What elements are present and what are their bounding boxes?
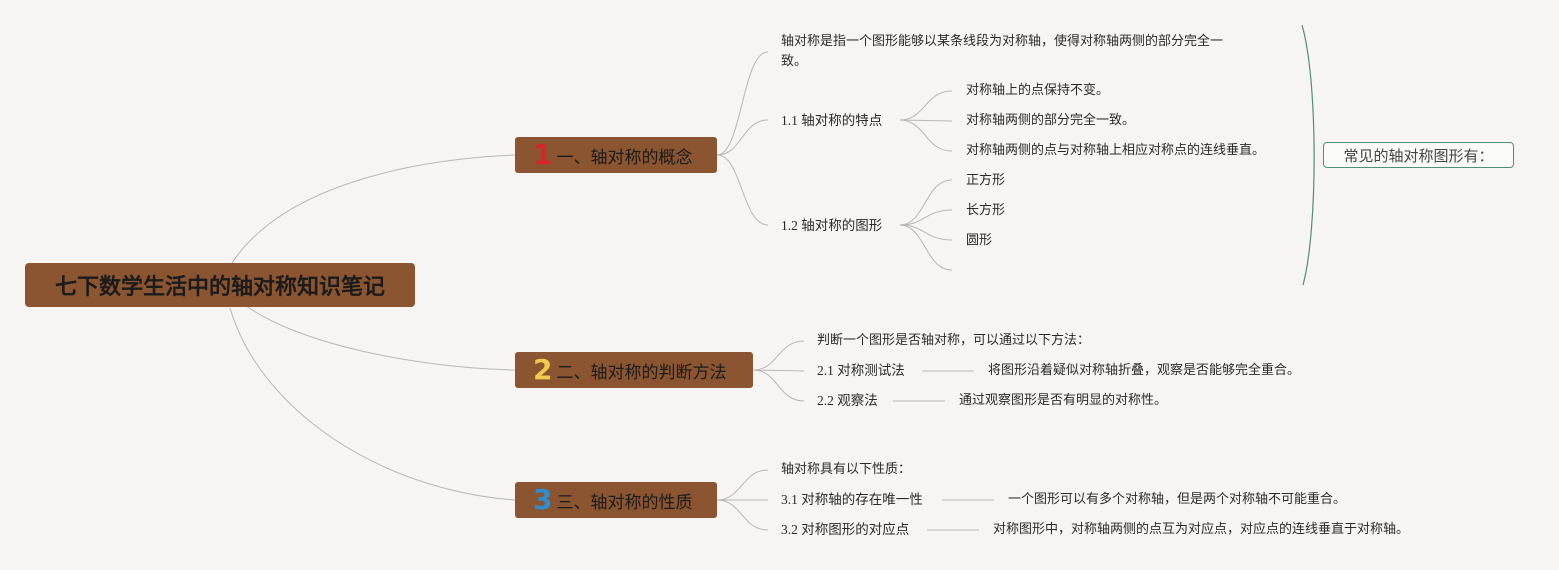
connector-b3-sub2 [716, 499, 769, 531]
sub-2-2-detail[interactable]: 通过观察图形是否有明显的对称性。 [959, 393, 1168, 408]
sub-2-2-label[interactable]: 2.2 观察法 [817, 393, 878, 408]
branch-2-intro[interactable]: 判断一个图形是否轴对称，可以通过以下方法： [817, 333, 1091, 348]
connector-s11-leaf3 [899, 119, 953, 152]
sub-1-1-item-2[interactable]: 对称轴两侧的部分完全一致。 [966, 113, 1136, 128]
sub-2-1-detail[interactable]: 将图形沿着疑似对称轴折叠，观察是否能够完全重合。 [988, 363, 1301, 378]
summary-brace [1301, 24, 1315, 286]
sub-1-2-label[interactable]: 1.2 轴对称的图形 [781, 218, 883, 233]
branch-1-intro-line-1: 轴对称是指一个图形能够以某条线段为对称轴，使得对称轴两侧的部分完全一 [781, 34, 1224, 49]
summary-callout[interactable]: 常见的轴对称图形有： [1323, 142, 1514, 168]
branch-1-intro[interactable]: 轴对称是指一个图形能够以某条线段为对称轴，使得对称轴两侧的部分完全一 致。 [781, 32, 1261, 72]
sub-1-1-item-1[interactable]: 对称轴上的点保持不变。 [966, 83, 1110, 98]
number-1-icon: 1 [533, 138, 553, 171]
connector-b1-intro [716, 51, 769, 156]
sub-1-2-item-2[interactable]: 长方形 [966, 203, 1006, 218]
connector-s12-leaf3 [899, 224, 953, 241]
connector-s11-leaf1 [899, 90, 953, 121]
connector-b2-sub1 [752, 369, 805, 372]
sub-3-2-detail[interactable]: 对称图形中，对称轴两侧的点互为对应点，对应点的连线垂直于对称轴。 [993, 522, 1410, 537]
summary-callout-label: 常见的轴对称图形有： [1343, 146, 1494, 165]
connector-root-branch2 [244, 304, 516, 371]
sub-1-2-item-1[interactable]: 正方形 [966, 173, 1006, 188]
number-2-icon: 2 [533, 353, 553, 386]
connector-s12-leaf2 [899, 209, 953, 226]
root-title: 七下数学生活中的轴对称知识笔记 [54, 275, 385, 300]
connector-b1-sub1 [716, 119, 769, 156]
branch-2-label: 二、轴对称的判断方法 [556, 362, 727, 383]
connector-b2-intro [752, 340, 805, 371]
sub-1-2-item-3[interactable]: 圆形 [966, 233, 993, 248]
branch-3-node[interactable]: 3 三、轴对称的性质 [515, 482, 717, 518]
connector-root-branch1 [231, 154, 516, 264]
sub-3-1-detail[interactable]: 一个图形可以有多个对称轴，但是两个对称轴不可能重合。 [1008, 492, 1347, 507]
connector-b3-intro [716, 469, 769, 501]
sub-1-1-item-3[interactable]: 对称轴两侧的点与对称轴上相应对称点的连线垂直。 [966, 143, 1266, 158]
branch-2-node[interactable]: 2 二、轴对称的判断方法 [515, 352, 753, 388]
sub-3-1-label[interactable]: 3.1 对称轴的存在唯一性 [781, 492, 923, 507]
connector-s12-leaf4 [899, 224, 953, 271]
sub-3-2-label[interactable]: 3.2 对称图形的对应点 [781, 522, 910, 537]
branch-1-intro-line-2: 致。 [781, 54, 808, 69]
branch-3-intro[interactable]: 轴对称具有以下性质： [781, 462, 912, 477]
connector-root-branch3 [229, 307, 516, 501]
branch-1-label: 一、轴对称的概念 [556, 147, 693, 168]
branch-3-label: 三、轴对称的性质 [556, 492, 693, 513]
connector-s12-leaf1 [899, 179, 953, 226]
connector-s11-leaf2 [899, 119, 953, 122]
sub-2-1-label[interactable]: 2.1 对称测试法 [817, 363, 905, 378]
sub-1-1-label[interactable]: 1.1 轴对称的特点 [781, 113, 883, 128]
connector-b2-sub2 [752, 369, 805, 402]
connector-b1-sub2 [716, 154, 769, 226]
number-3-icon: 3 [533, 483, 553, 516]
root-topic[interactable]: 七下数学生活中的轴对称知识笔记 [25, 263, 415, 307]
branch-1-node[interactable]: 1 一、轴对称的概念 [515, 137, 717, 173]
